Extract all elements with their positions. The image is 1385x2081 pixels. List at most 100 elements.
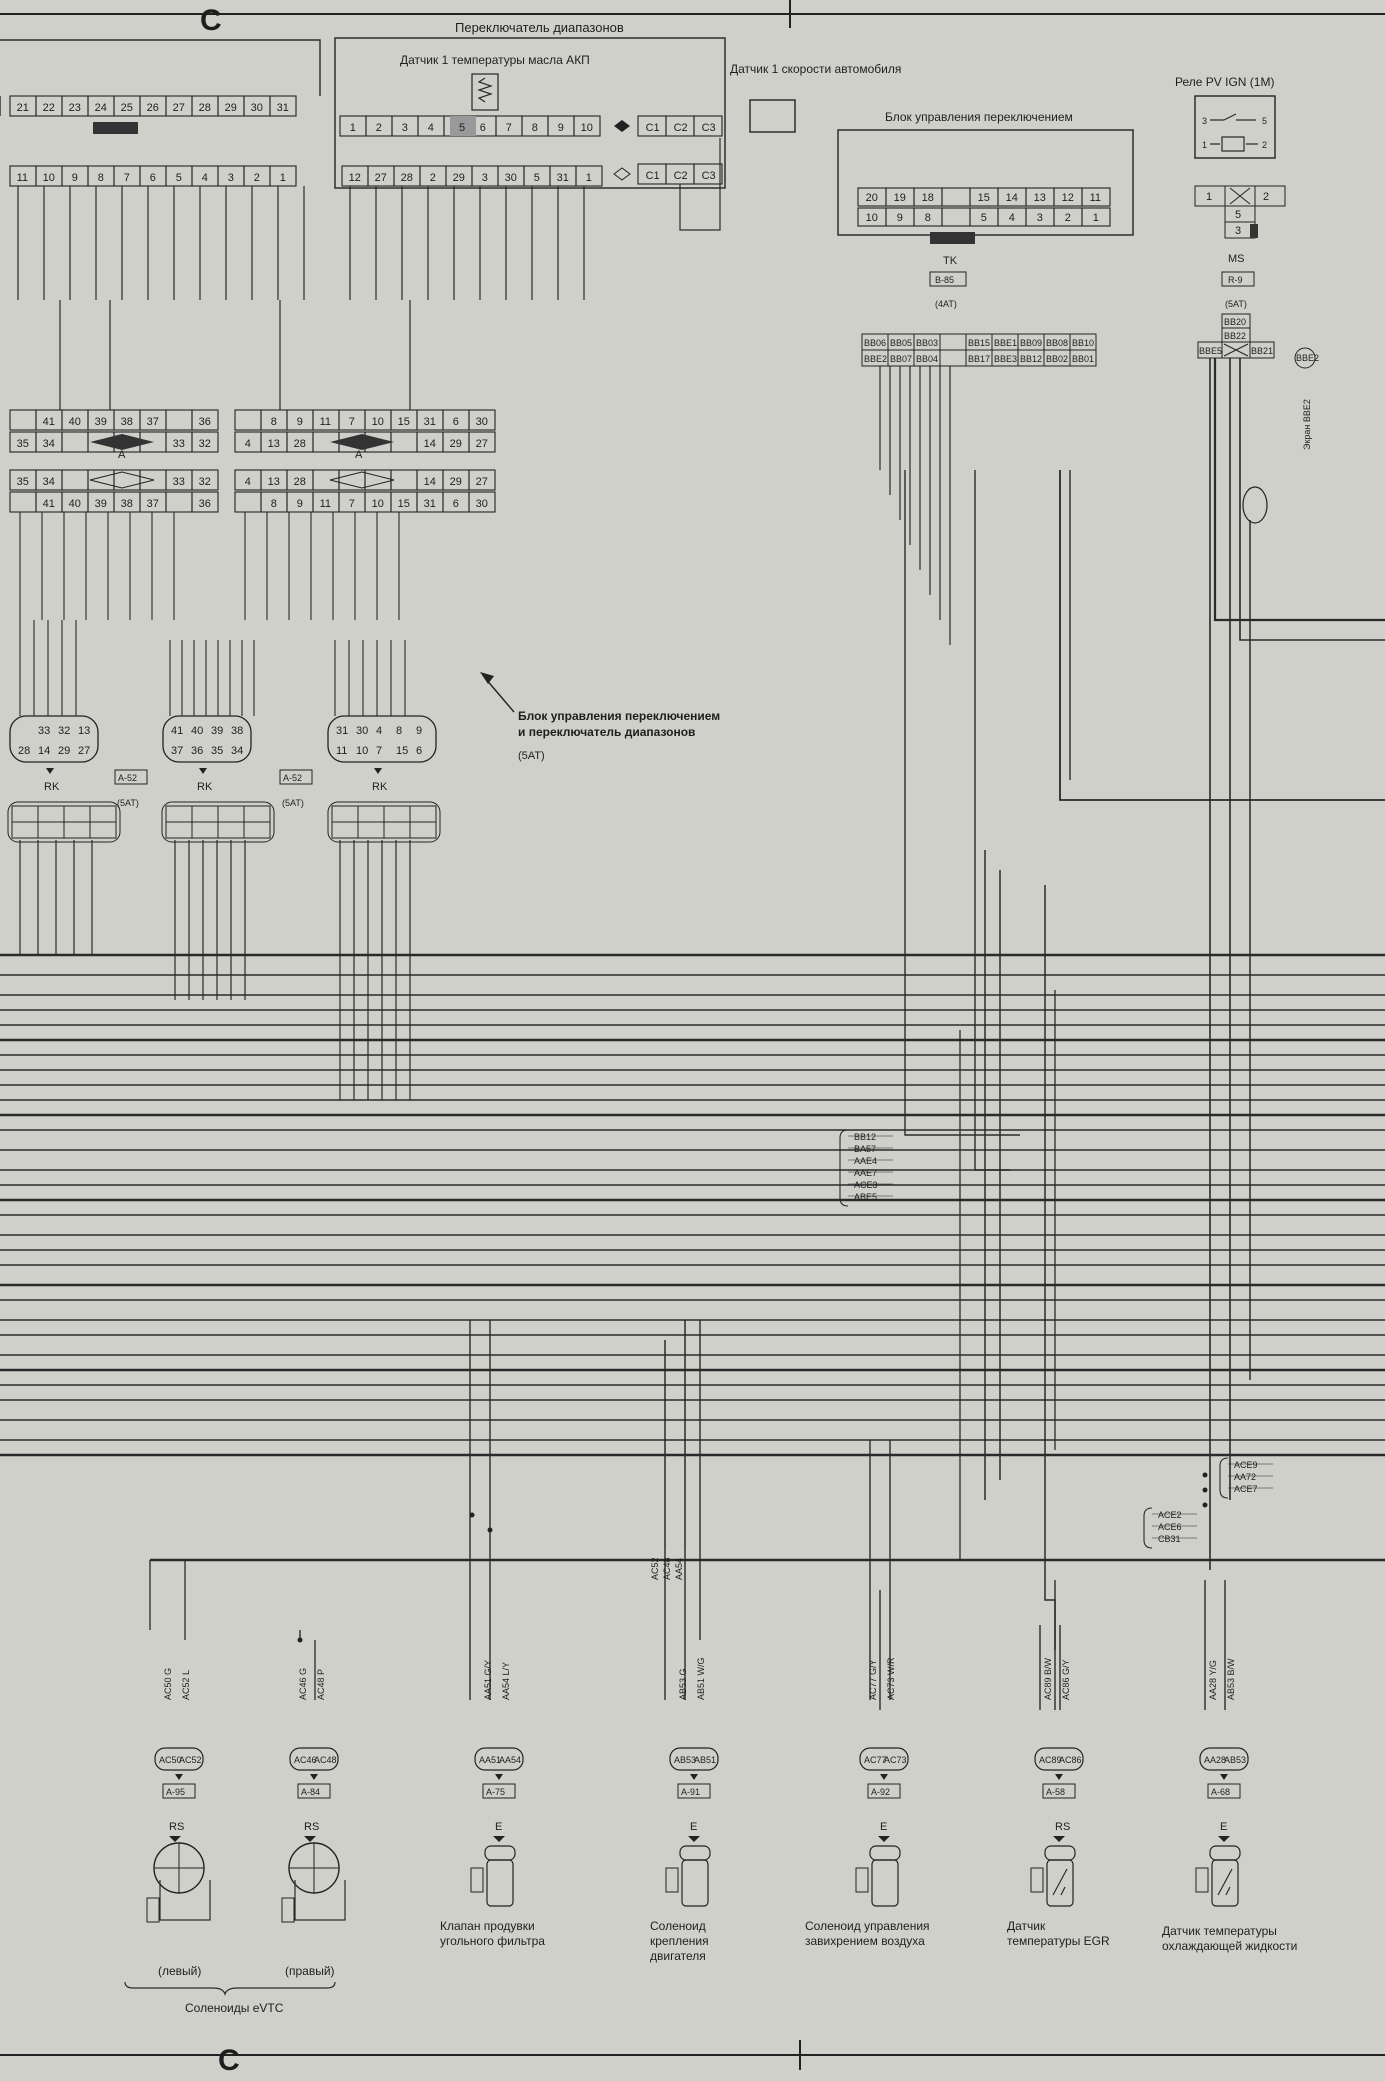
pin-number: 11 — [336, 745, 347, 757]
rk-connector-body — [9, 715, 99, 763]
connector-id-label: A-58 — [1046, 1787, 1065, 1797]
pin-number: 14 — [424, 438, 436, 450]
pin-number: 30 — [251, 102, 263, 114]
rk-lower-cell — [89, 821, 117, 839]
svg-text:3: 3 — [1202, 116, 1207, 126]
svg-text:двигателя: двигателя — [650, 1949, 706, 1963]
pin-number: 29 — [225, 102, 237, 114]
pin-cell — [468, 409, 496, 431]
pin-number: 36 — [199, 498, 211, 510]
pin-number: 21 — [17, 102, 29, 114]
splice-label-mid: AC48 — [662, 1557, 672, 1580]
pin-number: 33 — [38, 725, 50, 737]
svg-text:охлаждающей жидкости: охлаждающей жидкости — [1162, 1939, 1297, 1953]
svg-text:3: 3 — [1235, 225, 1241, 237]
tk-pin-label: BB12 — [1020, 354, 1042, 364]
rk-label: RK — [372, 781, 388, 793]
evtc-left-label: (левый) — [158, 1964, 201, 1978]
pin-number: 5 — [981, 212, 987, 224]
svg-text:BBE5: BBE5 — [1199, 346, 1222, 356]
wire-code-label: AC48 P — [316, 1669, 326, 1700]
pin-number: 20 — [866, 192, 878, 204]
pin-number: 24 — [95, 102, 107, 114]
pin-number: 30 — [476, 416, 488, 428]
tk-pin-label: BB08 — [1046, 338, 1068, 348]
svg-text:Датчик температуры: Датчик температуры — [1162, 1924, 1277, 1938]
pin-number: 2 — [430, 172, 436, 184]
pin-number: 6 — [416, 745, 422, 757]
evtc-right-label: (правый) — [285, 1964, 335, 1978]
splice-label-right: ACE9 — [1234, 1460, 1258, 1470]
pin-number: 28 — [294, 476, 306, 488]
component-pin: AA54 — [499, 1755, 521, 1765]
pin-number: 8 — [396, 725, 402, 737]
pin-number: C3 — [702, 122, 716, 134]
wire-code-label: AB53 G — [678, 1668, 688, 1700]
svg-text:Соленоид управления: Соленоид управления — [805, 1919, 930, 1933]
relay-contact-icon — [1210, 113, 1256, 121]
pin-number: 14 — [1006, 192, 1018, 204]
pin-number: 14 — [38, 745, 50, 757]
pin-number: 40 — [69, 498, 81, 510]
wire-code-label: AC50 G — [163, 1668, 173, 1700]
rk-lower-cell — [409, 821, 437, 839]
pin-number: 27 — [476, 438, 488, 450]
pin-number: 8 — [271, 498, 277, 510]
pin-number: 3 — [228, 172, 234, 184]
pin-number: 12 — [1062, 192, 1074, 204]
connector-id-label: A-84 — [301, 1787, 320, 1797]
connector-id-label: A-68 — [1211, 1787, 1230, 1797]
pin-number: 10 — [581, 122, 593, 134]
pin-number: 32 — [199, 438, 211, 450]
rs-label: RS — [304, 1821, 319, 1833]
splice-label: ACE3 — [854, 1180, 878, 1190]
component-type-label: RS — [1055, 1821, 1070, 1833]
tk-pin-label: BB04 — [916, 354, 938, 364]
pin-number: 9 — [897, 212, 903, 224]
pin-number: 35 — [17, 476, 29, 488]
wire-code-label: AC86 G/Y — [1061, 1659, 1071, 1700]
connector-id-box — [677, 1783, 711, 1799]
pin-number: 15 — [396, 745, 408, 757]
pin-number: 8 — [98, 172, 104, 184]
variant-label: (5AT) — [282, 798, 304, 808]
wire-code-label: AA54 L/Y — [501, 1662, 511, 1700]
pin-number: 35 — [211, 745, 223, 757]
strip-latch — [93, 122, 138, 134]
b85-box — [929, 271, 967, 287]
pin-number: 1 — [1093, 212, 1099, 224]
pin-number: 36 — [199, 416, 211, 428]
pin-number: 4 — [376, 725, 382, 737]
screen-pin-icon — [1294, 347, 1316, 369]
pin-number: 1 — [280, 172, 286, 184]
vss1-label: Датчик 1 скорости автомобиля — [730, 62, 901, 76]
splice-label-right: AA72 — [1234, 1472, 1256, 1482]
pin-cell — [468, 491, 496, 513]
pin-cell — [575, 165, 603, 187]
wire-code-label: AC46 G — [298, 1668, 308, 1700]
pin-number: 1 — [350, 122, 356, 134]
r9-box — [1221, 271, 1255, 287]
pin-number: 39 — [95, 498, 107, 510]
range-switch-pin-strip: 123456789105 — [339, 115, 601, 137]
pin-number: 3 — [482, 172, 488, 184]
ms-variant-label: (5AT) — [1225, 299, 1247, 309]
component-pin: AC89 — [1039, 1755, 1062, 1765]
shift-unit-callout-variant: (5AT) — [518, 750, 545, 762]
pin-number: 6 — [453, 498, 459, 510]
pin-number: 34 — [231, 745, 243, 757]
pin-number: 27 — [173, 102, 185, 114]
pin-number: 11 — [320, 416, 331, 428]
svg-text:5: 5 — [1235, 209, 1241, 221]
pin-number: 15 — [398, 416, 410, 428]
splice-label-mid: AA54 — [674, 1558, 684, 1580]
tk-pin-label: BB17 — [968, 354, 990, 364]
splice-label: BB12 — [854, 1132, 876, 1142]
component-connector — [154, 1747, 204, 1771]
pin-number: 40 — [69, 416, 81, 428]
shield-ellipse — [1242, 486, 1268, 524]
splice-label-right2: ACE6 — [1158, 1522, 1182, 1532]
variant-label: (5AT) — [117, 798, 139, 808]
